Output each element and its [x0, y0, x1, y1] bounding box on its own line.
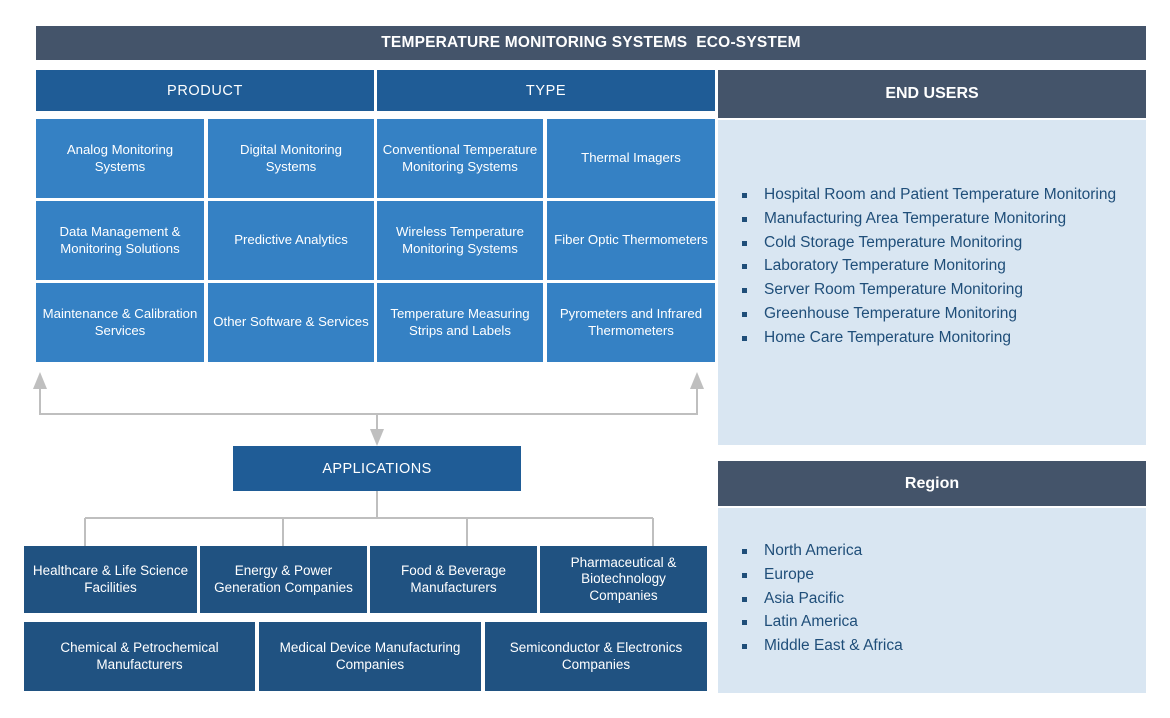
arrow-up-left-icon [33, 372, 47, 389]
list-item-label: Home Care Temperature Monitoring [764, 328, 1011, 346]
list-item-label: Latin America [764, 613, 858, 631]
list-item: Latin America [738, 611, 1126, 634]
application-cell-energy-power-generation-companies[interactable]: Energy & Power Generation Companies [200, 546, 367, 613]
list-item: Cold Storage Temperature Monitoring [738, 232, 1126, 255]
application-cell-semiconductor-electronics-companies[interactable]: Semiconductor & Electronics Companies [485, 622, 707, 691]
list-item-label: Server Room Temperature Monitoring [764, 281, 1024, 299]
panel-header-region: Region [718, 461, 1146, 506]
region-list: North America Europe Asia Pacific Latin … [738, 540, 1126, 659]
type-cell-fiber-optic-thermometers[interactable]: Fiber Optic Thermometers [547, 201, 715, 280]
type-cell-conventional-temperature-monitoring-systems[interactable]: Conventional Temperature Monitoring Syst… [377, 119, 543, 198]
bullet-square-icon [742, 311, 747, 317]
panel-header-end-users: END USERS [718, 70, 1146, 118]
type-cell-wireless-temperature-monitoring-systems[interactable]: Wireless Temperature Monitoring Systems [377, 201, 543, 280]
product-cell-analog-monitoring-systems[interactable]: Analog Monitoring Systems [36, 119, 204, 198]
bullet-square-icon [742, 335, 747, 341]
product-cell-maintenance-calibration-services[interactable]: Maintenance & Calibration Services [36, 283, 204, 362]
bullet-square-icon [742, 240, 747, 246]
list-item: Laboratory Temperature Monitoring [738, 255, 1126, 278]
bullet-square-icon [742, 193, 747, 198]
list-item-label: Cold Storage Temperature Monitoring [764, 233, 1023, 251]
list-item: Middle East & Africa [738, 635, 1126, 658]
bullet-square-icon [742, 644, 747, 650]
bullet-square-icon [742, 288, 747, 294]
list-item-label: Asia Pacific [764, 589, 845, 607]
type-cell-temperature-measuring-strips-and-labels[interactable]: Temperature Measuring Strips and Labels [377, 283, 543, 362]
list-item: Home Care Temperature Monitoring [738, 327, 1126, 350]
list-item: Manufacturing Area Temperature Monitorin… [738, 208, 1126, 231]
type-cell-thermal-imagers[interactable]: Thermal Imagers [547, 119, 715, 198]
diagram-title: TEMPERATURE MONITORING SYSTEMS ECO-SYSTE… [36, 26, 1146, 60]
application-cell-food-beverage-manufacturers[interactable]: Food & Beverage Manufacturers [370, 546, 537, 613]
product-cell-other-software-services[interactable]: Other Software & Services [208, 283, 374, 362]
list-item-label: Middle East & Africa [764, 637, 903, 655]
list-item: Hospital Room and Patient Temperature Mo… [738, 184, 1126, 207]
product-cell-digital-monitoring-systems[interactable]: Digital Monitoring Systems [208, 119, 374, 198]
product-cell-predictive-analytics[interactable]: Predictive Analytics [208, 201, 374, 280]
application-cell-medical-device-manufacturing-companies[interactable]: Medical Device Manufacturing Companies [259, 622, 481, 691]
applications-box[interactable]: APPLICATIONS [233, 446, 521, 491]
feedback-loop-path [39, 388, 698, 415]
list-item: Server Room Temperature Monitoring [738, 279, 1126, 302]
application-cell-pharmaceutical-biotechnology-companies[interactable]: Pharmaceutical & Biotechnology Companies [540, 546, 707, 613]
product-cell-data-management-monitoring-solutions[interactable]: Data Management & Monitoring Solutions [36, 201, 204, 280]
type-cell-pyrometers-and-infrared-thermometers[interactable]: Pyrometers and Infrared Thermometers [547, 283, 715, 362]
bullet-square-icon [742, 549, 747, 554]
section-header-product: PRODUCT [36, 70, 374, 111]
bullet-square-icon [742, 572, 747, 578]
bullet-square-icon [742, 216, 747, 222]
list-item-label: Hospital Room and Patient Temperature Mo… [764, 186, 1117, 203]
application-cell-chemical-petrochemical-manufacturers[interactable]: Chemical & Petrochemical Manufacturers [24, 622, 255, 691]
bullet-square-icon [742, 596, 747, 602]
arrow-down-applications-icon [370, 429, 384, 446]
list-item-label: Greenhouse Temperature Monitoring [764, 304, 1018, 322]
list-item: Greenhouse Temperature Monitoring [738, 303, 1126, 326]
panel-body-end-users [718, 120, 1146, 445]
application-cell-healthcare-life-science-facilities[interactable]: Healthcare & Life Science Facilities [24, 546, 197, 613]
bullet-square-icon [742, 264, 747, 270]
list-item-label: North America [764, 542, 863, 559]
list-item-label: Manufacturing Area Temperature Monitorin… [764, 209, 1067, 227]
end-users-list: Hospital Room and Patient Temperature Mo… [738, 184, 1126, 350]
list-item-label: Laboratory Temperature Monitoring [764, 257, 1006, 275]
list-item: North America [738, 540, 1126, 563]
section-header-type: TYPE [377, 70, 715, 111]
arrow-up-right-icon [690, 372, 704, 389]
list-item: Asia Pacific [738, 588, 1126, 611]
list-item: Europe [738, 564, 1126, 587]
list-item-label: Europe [764, 565, 814, 583]
bullet-square-icon [742, 620, 747, 626]
panel-body-region [718, 508, 1146, 693]
